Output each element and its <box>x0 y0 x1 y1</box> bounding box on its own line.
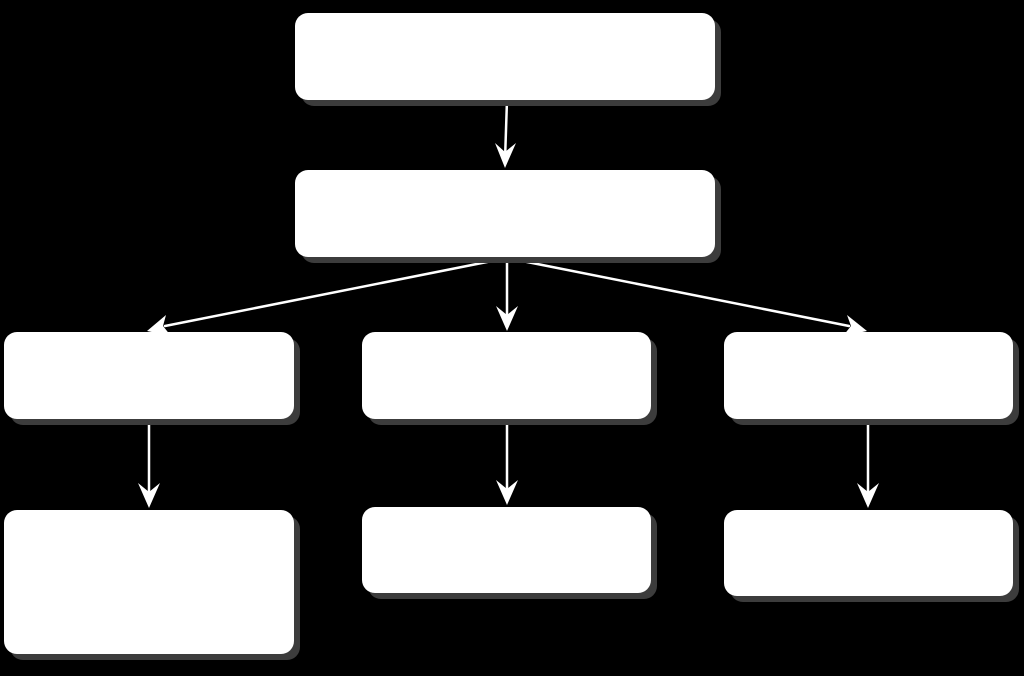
node-top <box>295 13 715 100</box>
connector-middle-to-left <box>163 256 509 328</box>
node-middle <box>295 170 715 257</box>
arrowhead-left-to-bottom-left <box>138 483 160 508</box>
node-right <box>724 332 1013 419</box>
node-bottom-right <box>724 510 1013 596</box>
node-bottom-center <box>362 507 651 593</box>
arrowhead-right-to-bottom-right <box>857 483 879 508</box>
connector-middle-to-right <box>505 256 851 328</box>
arrowhead-center-to-bottom-center <box>496 480 518 505</box>
node-center <box>362 332 651 419</box>
connector-top-to-middle <box>503 98 509 162</box>
arrowhead-top-to-middle <box>495 143 516 168</box>
node-left <box>4 332 294 419</box>
node-bottom-left <box>4 510 294 654</box>
arrowhead-middle-to-center <box>496 306 518 331</box>
